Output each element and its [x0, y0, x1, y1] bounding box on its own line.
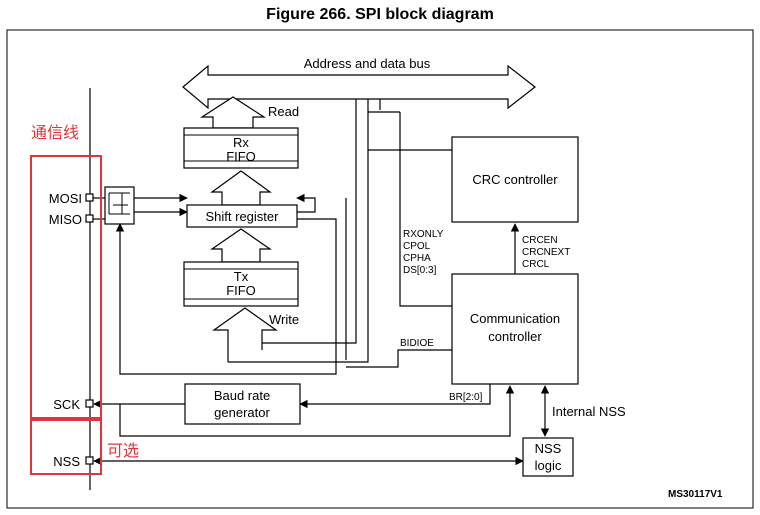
optional-highlight: [30, 419, 102, 475]
baud-rate-label-2: generator: [214, 405, 270, 420]
control-bit-ds: DS[0:3]: [403, 265, 437, 276]
control-bit-cpol: CPOL: [403, 241, 431, 252]
address-data-bus-label: Address and data bus: [304, 56, 431, 71]
bidioe-line: [346, 349, 452, 368]
bidioe-label: BIDIOE: [400, 338, 434, 349]
read-label: Read: [268, 104, 299, 119]
sck-pin: [85, 399, 94, 408]
rx-fifo-block: Rx FIFO: [183, 127, 299, 169]
crc-bit-crcnext: CRCNEXT: [522, 247, 570, 258]
tx-fifo-label-2: FIFO: [226, 283, 256, 298]
communication-controller-block: [451, 273, 579, 385]
shift-to-rx-arrow: [210, 170, 272, 206]
control-bit-cpha: CPHA: [403, 253, 431, 264]
nss-pin: [85, 456, 94, 465]
tx-fifo-label-1: Tx: [234, 269, 249, 284]
nss-logic-label-2: logic: [535, 458, 562, 473]
write-arrow-outline: [212, 307, 278, 362]
baud-rate-generator-block: [184, 383, 301, 425]
miso-pin: [85, 214, 94, 223]
rx-fifo-label-2: FIFO: [226, 149, 256, 164]
read-arrow: [199, 96, 267, 129]
comm-lines-annotation: 通信线: [31, 124, 79, 142]
br-line: [299, 384, 491, 409]
crc-controller-block: [451, 136, 579, 223]
baud-rate-label-1: Baud rate: [214, 388, 270, 403]
crc-bit-crcen: CRCEN: [522, 235, 558, 246]
tx-fifo-block: Tx FIFO: [183, 261, 299, 307]
rx-fifo-label-1: Rx: [233, 135, 249, 150]
write-label: Write: [269, 312, 299, 327]
figure-title: Figure 266. SPI block diagram: [266, 6, 494, 23]
control-bits-line: [399, 112, 452, 307]
communication-controller-label-1: Communication: [470, 311, 560, 326]
br-label: BR[2:0]: [449, 392, 483, 403]
write-arrow: [214, 308, 276, 362]
figure-id: MS30117V1: [668, 489, 723, 500]
crc-controller-label: CRC controller: [472, 172, 558, 187]
nss-logic-label-1: NSS: [535, 441, 562, 456]
shift-register-label: Shift register: [206, 209, 280, 224]
comm-lines-highlight: [30, 155, 102, 419]
tx-to-shift-arrow: [210, 228, 272, 263]
sck-to-comm: [119, 385, 515, 437]
sck-pin-label: SCK: [53, 397, 80, 412]
mosi-pin: [85, 193, 94, 202]
write-path-outer: [228, 99, 369, 363]
shift-output-loop: [296, 193, 316, 213]
crc-bit-crcl: CRCL: [522, 259, 550, 270]
nss-pin-label: NSS: [53, 454, 80, 469]
address-data-bus-arrow: [182, 64, 536, 110]
communication-controller-label-2: controller: [488, 329, 542, 344]
internal-nss-label: Internal NSS: [552, 404, 626, 419]
diagram-frame: [6, 29, 754, 509]
write-bus-line: [262, 99, 357, 344]
miso-pin-label: MISO: [49, 212, 82, 227]
mosi-pin-label: MOSI: [49, 191, 82, 206]
optional-annotation: 可选: [107, 442, 139, 460]
control-bit-rxonly: RXONLY: [403, 229, 444, 240]
shift-to-miso: [115, 218, 337, 375]
